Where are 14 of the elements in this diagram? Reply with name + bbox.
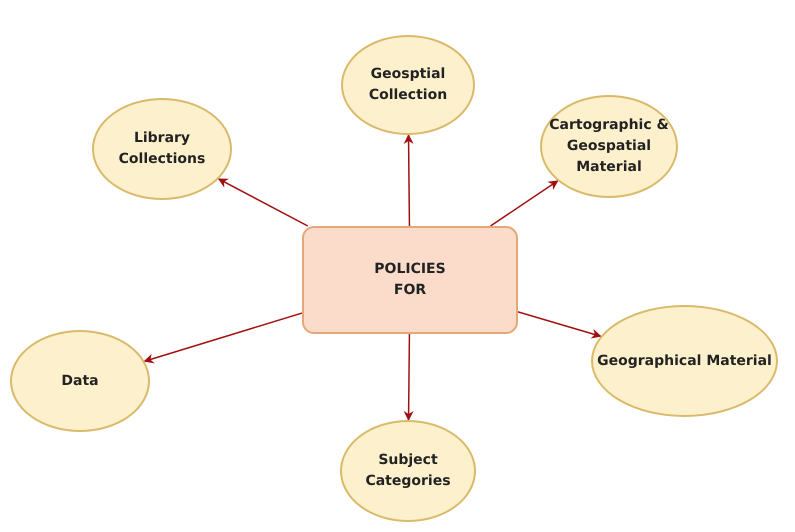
node-label: Subject Categories bbox=[364, 451, 452, 491]
arrow bbox=[490, 180, 559, 227]
arrow bbox=[404, 334, 414, 421]
node-label: Library Collections bbox=[118, 129, 206, 169]
node-label: Data bbox=[61, 372, 99, 390]
node-label: POLICIES FOR bbox=[373, 260, 447, 300]
policy-box bbox=[302, 226, 518, 334]
node-label: Cartographic & Geospatial Material bbox=[548, 116, 670, 177]
arrow bbox=[404, 134, 414, 226]
node-label: Geographical Material bbox=[597, 352, 772, 370]
arrow bbox=[144, 312, 302, 364]
node-label: Geosptial Collection bbox=[368, 65, 448, 105]
arrow bbox=[218, 178, 308, 227]
arrow bbox=[518, 311, 602, 338]
